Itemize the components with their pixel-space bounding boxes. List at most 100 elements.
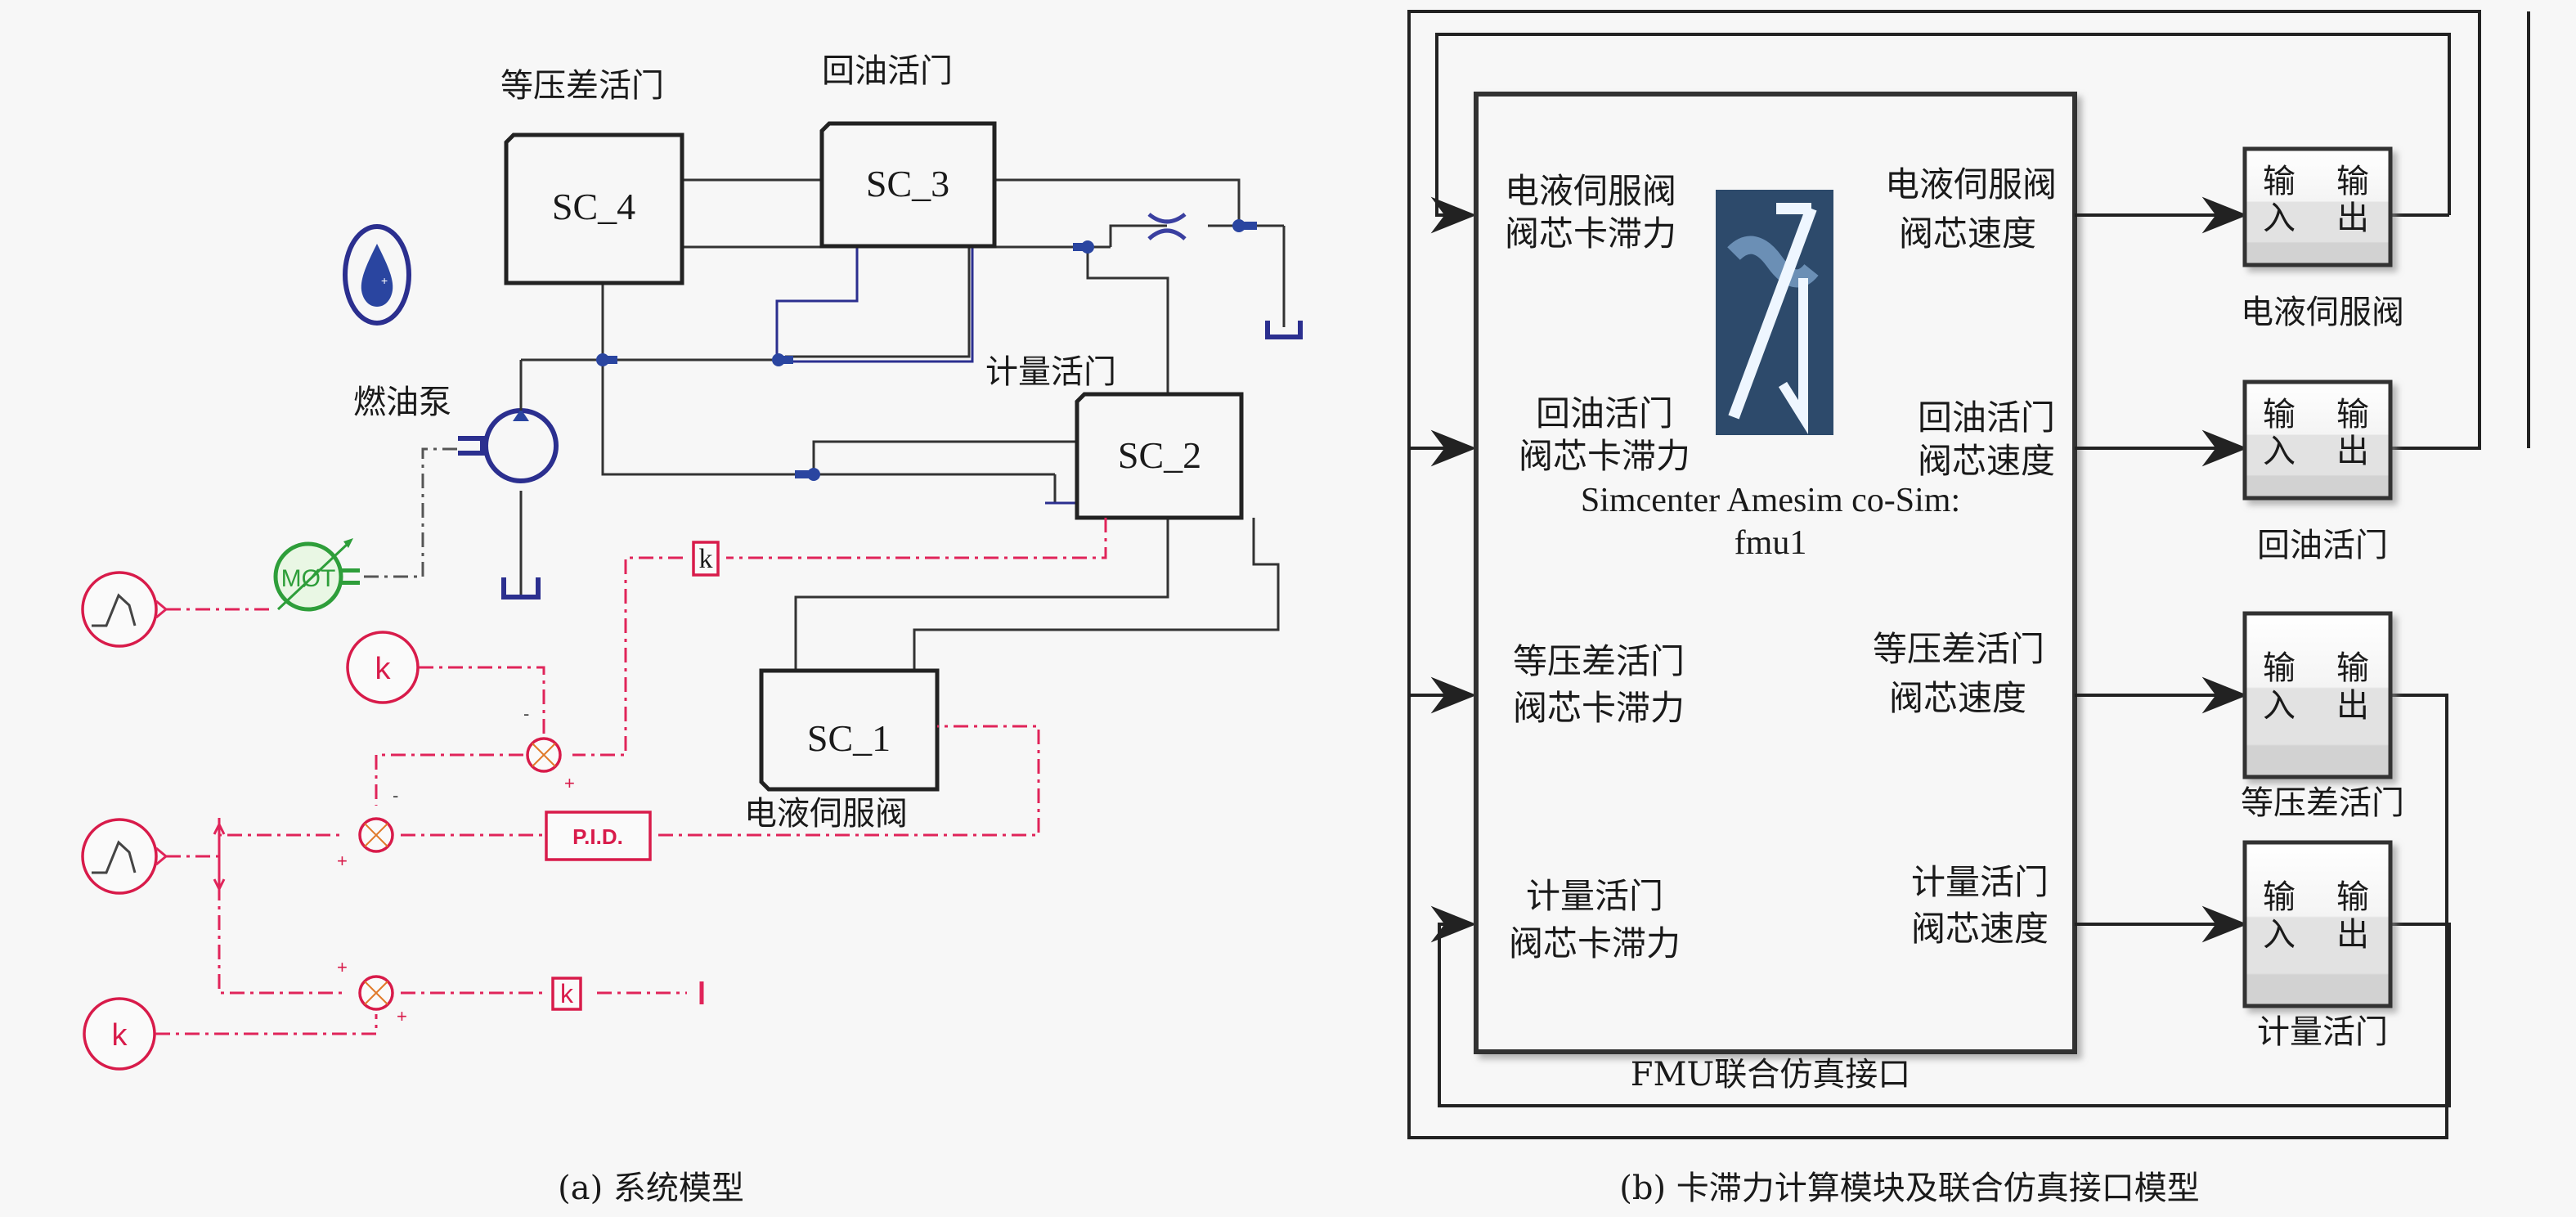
sc3-id: SC_3 — [866, 163, 949, 204]
fuel-pump[interactable]: 燃油泵 — [353, 360, 559, 483]
subsystem-3[interactable]: 输 入 输 出 等压差活门 — [2241, 611, 2404, 822]
subsystem-2-label: 回油活门 — [2257, 527, 2388, 564]
svg-text:出: 出 — [2336, 433, 2369, 470]
fmu-block[interactable]: 电液伺服阀 阀芯卡滞力 回油活门 阀芯卡滞力 等压差活门 阀芯卡滞力 计量活门 … — [1474, 92, 2077, 1054]
svg-text:+: + — [564, 773, 575, 793]
subsystem-1[interactable]: 输 入 输 出 电液伺服阀 — [2241, 146, 2404, 331]
electric-motor[interactable]: MØT — [273, 538, 360, 612]
svg-text:入: 入 — [2263, 687, 2296, 725]
signal-lines — [155, 518, 1107, 1035]
tank-icon-2[interactable] — [501, 577, 541, 600]
svg-text:k: k — [560, 979, 574, 1008]
junction-5 — [795, 468, 820, 481]
svg-text:等压差活门: 等压差活门 — [1513, 641, 1685, 681]
pump-label: 燃油泵 — [353, 384, 451, 421]
svg-text:输: 输 — [2263, 878, 2296, 916]
fmu-input-2: 回油活门 阀芯卡滞力 — [1519, 393, 1690, 476]
svg-text:出: 出 — [2336, 687, 2369, 725]
subsystem-4-label: 计量活门 — [2257, 1013, 2388, 1051]
motor-text: MØT — [281, 565, 336, 592]
svg-text:k: k — [699, 544, 713, 574]
constant-k-2[interactable]: k — [83, 997, 156, 1071]
fmu-input-4: 计量活门 阀芯卡滞力 — [1509, 876, 1681, 963]
svg-text:+: + — [337, 851, 348, 871]
fmu-title-line1: Simcenter Amesim co-Sim: — [1581, 482, 1960, 519]
svg-text:输: 输 — [2263, 163, 2296, 200]
svg-text:阀芯卡滞力: 阀芯卡滞力 — [1519, 436, 1690, 476]
fmu-input-3: 等压差活门 阀芯卡滞力 — [1513, 641, 1685, 728]
svg-text:等压差活门: 等压差活门 — [1873, 629, 2044, 669]
sc4-block[interactable]: 等压差活门 SC_4 — [500, 67, 684, 285]
hydraulic-lines — [519, 178, 1286, 671]
motor-shaft-link — [364, 447, 458, 578]
svg-text:回油活门: 回油活门 — [1536, 393, 1673, 433]
svg-text:输: 输 — [2263, 649, 2296, 687]
panel-a-system-model: + — [81, 52, 1303, 1207]
tank-icon-1[interactable] — [1265, 321, 1303, 339]
svg-text:阀芯速度: 阀芯速度 — [1918, 441, 2055, 481]
svg-text:输: 输 — [2263, 396, 2296, 433]
sum-junction-2[interactable]: - + — [337, 785, 398, 871]
svg-text:出: 出 — [2336, 200, 2369, 237]
subsystem-1-label: 电液伺服阀 — [2241, 294, 2404, 331]
svg-text:P.I.D.: P.I.D. — [572, 824, 623, 849]
sc4-caption: 等压差活门 — [500, 67, 664, 105]
svg-text:输: 输 — [2336, 878, 2369, 916]
pid-controller[interactable]: P.I.D. — [545, 811, 652, 861]
svg-text:输: 输 — [2336, 396, 2369, 433]
sc2-block[interactable]: 计量活门 SC_2 — [985, 353, 1244, 520]
svg-text:阀芯卡滞力: 阀芯卡滞力 — [1505, 213, 1676, 254]
sum-junction-3[interactable]: + + — [337, 957, 407, 1026]
sc4-id: SC_4 — [552, 186, 635, 227]
signal-splitter — [213, 818, 226, 896]
subsystem-3-label: 等压差活门 — [2241, 784, 2404, 822]
svg-text:-: - — [393, 785, 398, 806]
fmu-output-2: 回油活门 阀芯速度 — [1918, 397, 2055, 481]
feedback-lines — [1407, 10, 2530, 1139]
svg-text:阀芯卡滞力: 阀芯卡滞力 — [1509, 923, 1681, 963]
panel-a-caption: (a) 系统模型 — [558, 1170, 744, 1207]
amesim-logo-icon — [1716, 190, 1833, 435]
junction-4 — [1232, 219, 1257, 232]
sc2-caption: 计量活门 — [985, 353, 1116, 391]
junction-2 — [772, 353, 793, 366]
fmu-output-links — [2075, 196, 2248, 943]
signal-source-2[interactable] — [81, 818, 168, 895]
sc3-caption: 回油活门 — [822, 52, 953, 90]
fluid-properties-icon[interactable]: + — [343, 224, 411, 326]
sc1-caption: 电液伺服阀 — [744, 795, 908, 833]
svg-text:回油活门: 回油活门 — [1918, 397, 2055, 438]
constant-k-1[interactable]: k — [346, 631, 420, 704]
panel-b-caption: (b) 卡滞力计算模块及联合仿真接口模型 — [1619, 1170, 2200, 1207]
sc3-block[interactable]: 回油活门 SC_3 — [819, 52, 997, 249]
orifice-icon[interactable] — [1147, 213, 1187, 240]
sc1-block[interactable]: SC_1 电液伺服阀 — [744, 668, 940, 833]
svg-text:k: k — [375, 652, 392, 686]
svg-text:电液伺服阀: 电液伺服阀 — [1505, 171, 1676, 211]
panel-b-fmu-interface: 电液伺服阀 阀芯卡滞力 回油活门 阀芯卡滞力 等压差活门 阀芯卡滞力 计量活门 … — [1407, 10, 2530, 1207]
svg-text:输: 输 — [2336, 163, 2369, 200]
svg-text:阀芯速度: 阀芯速度 — [1899, 213, 2036, 254]
fmu-title-line2: fmu1 — [1735, 524, 1807, 562]
junction-1 — [596, 353, 617, 366]
svg-text:阀芯卡滞力: 阀芯卡滞力 — [1513, 688, 1685, 728]
gain-block-1[interactable]: k — [692, 541, 720, 577]
svg-text:阀芯速度: 阀芯速度 — [1889, 678, 2026, 718]
fmu-input-1: 电液伺服阀 阀芯卡滞力 — [1505, 171, 1676, 254]
svg-text:计量活门: 计量活门 — [1911, 862, 2049, 902]
sum-junction-1[interactable]: - + — [523, 703, 575, 793]
svg-text:入: 入 — [2263, 200, 2296, 237]
svg-text:入: 入 — [2263, 433, 2296, 470]
hydraulic-junctions — [596, 219, 1257, 481]
svg-text:阀芯速度: 阀芯速度 — [1911, 909, 2049, 949]
signal-source-1[interactable] — [81, 571, 168, 648]
fmu-output-3: 等压差活门 阀芯速度 — [1873, 629, 2044, 718]
svg-text:+: + — [381, 274, 388, 287]
subsystem-2[interactable]: 输 入 输 出 回油活门 — [2242, 379, 2393, 564]
svg-text:+: + — [397, 1006, 407, 1026]
subsystem-4[interactable]: 输 入 输 出 计量活门 — [2242, 840, 2393, 1051]
gain-block-2[interactable]: k — [551, 977, 582, 1011]
svg-text:计量活门: 计量活门 — [1526, 876, 1663, 916]
svg-text:电液伺服阀: 电液伺服阀 — [1885, 164, 2057, 204]
